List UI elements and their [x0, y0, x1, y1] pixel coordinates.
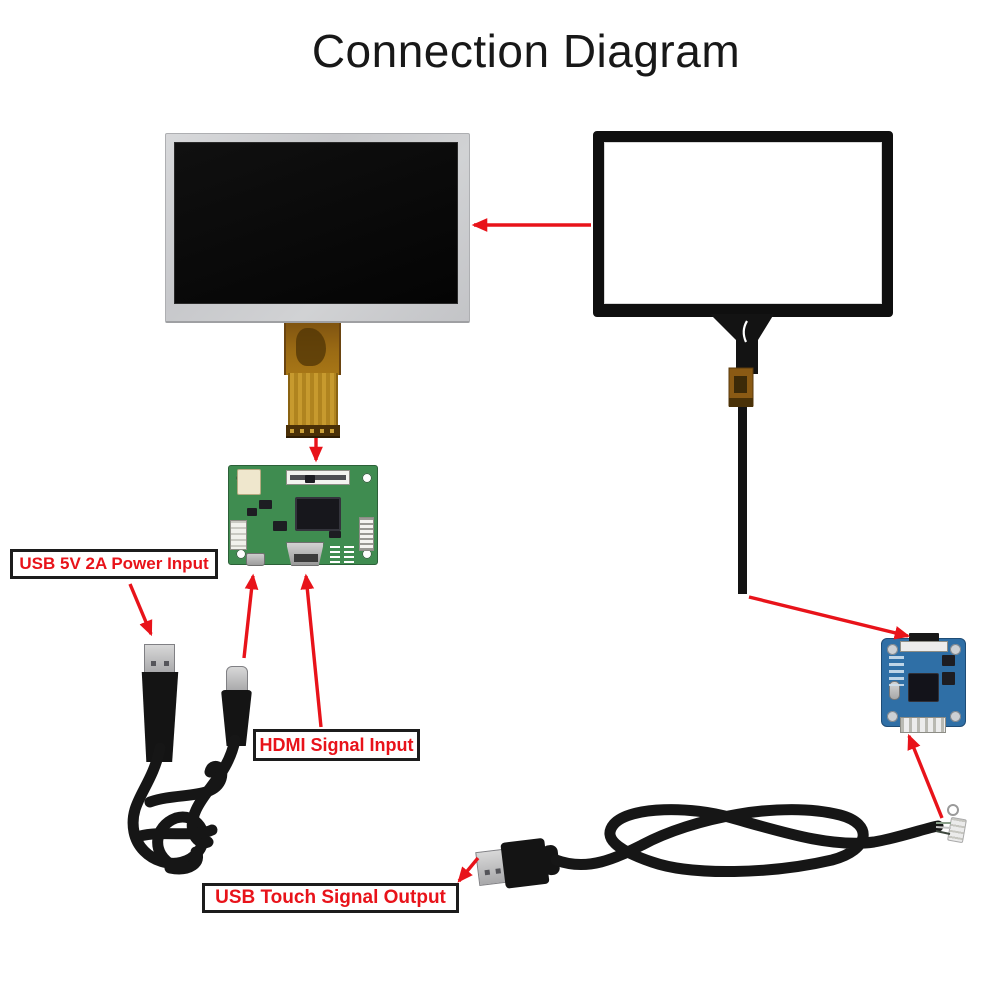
touch-flex-tail [710, 314, 774, 594]
cable-loop [127, 742, 209, 872]
arrow-power-label-to-usb [128, 583, 153, 637]
micro-usb-body [221, 690, 252, 746]
smd-component [329, 531, 341, 538]
smd-component [247, 508, 257, 516]
tail-amber-base [729, 398, 753, 407]
mount-hole [887, 644, 898, 655]
lcd-panel [165, 133, 470, 323]
cable-hook [144, 761, 228, 808]
usb-contact-hole [164, 661, 169, 666]
usb-contact-hole [484, 869, 491, 876]
usb-contact-hole [151, 661, 156, 666]
solder-pads [889, 656, 904, 686]
arrow-cable-to-touch-board [907, 733, 944, 819]
mount-hole [362, 549, 372, 559]
touch-fpc-connector [900, 641, 948, 652]
wire-loop [947, 804, 959, 816]
smd-component [305, 475, 315, 483]
arrow-hdmi-label-to-port [300, 573, 323, 728]
touch-usb-a-connector [474, 835, 563, 893]
usb-a-metal-tip [144, 644, 175, 674]
touch-panel [593, 131, 893, 317]
micro-usb-port [246, 553, 265, 566]
micro-usb-metal-tip [226, 666, 248, 692]
mount-hole [236, 549, 246, 559]
mount-hole [887, 711, 898, 722]
cable-coil [550, 804, 944, 877]
tail-wings [710, 314, 774, 374]
cable-tail [164, 846, 203, 875]
mount-hole [362, 473, 372, 483]
smd-component [942, 672, 955, 685]
lcd-fpc-connector [286, 470, 350, 485]
smd-component [259, 500, 272, 509]
hdmi-driver-board [228, 465, 378, 566]
hdmi-port [286, 542, 324, 566]
flex-marking [296, 328, 326, 366]
strain-relief [540, 844, 561, 876]
tail-amber-connector [728, 367, 754, 407]
arrow-tail-to-touch-board [748, 595, 911, 640]
solder-pads [344, 546, 354, 565]
touch-chip [908, 673, 939, 702]
touch-output-label: USB Touch Signal Output [202, 883, 459, 913]
tail-cable [738, 404, 747, 594]
tail-slit [742, 320, 748, 343]
arrow-to-touch-output-label [457, 856, 480, 883]
touch-cable-jst-connector [947, 816, 967, 844]
cable-loop [186, 734, 241, 849]
power-input-label: USB 5V 2A Power Input [10, 549, 218, 579]
lcd-flex-ribbon-top [284, 320, 341, 375]
touch-controller-board [881, 633, 966, 733]
touch-usb-cable [550, 804, 944, 877]
lcd-screen [174, 142, 458, 304]
lcd-flex-ribbon-mid [288, 373, 338, 426]
driver-chip [295, 497, 341, 531]
page-title: Connection Diagram [311, 25, 741, 77]
usb-a-body [141, 672, 179, 762]
tail-amber-window [734, 376, 747, 393]
jst-connector [230, 520, 247, 550]
backlight-connector [237, 469, 261, 495]
usb-contact-hole [495, 868, 501, 874]
solder-pads [330, 546, 340, 565]
smd-component [273, 521, 287, 531]
hdmi-input-label: HDMI Signal Input [253, 729, 420, 761]
touch-jst-connector [900, 717, 946, 733]
lcd-flex-ribbon-contacts [286, 425, 340, 438]
cable-loop [134, 824, 218, 842]
mount-hole [950, 644, 961, 655]
mount-hole [950, 711, 961, 722]
pin-header [359, 517, 374, 551]
power-usb-a-connector [141, 644, 181, 762]
smd-component [942, 655, 955, 666]
power-micro-usb-connector [221, 666, 252, 746]
flex-stub [909, 633, 939, 642]
arrow-microusb-to-board [242, 573, 259, 659]
